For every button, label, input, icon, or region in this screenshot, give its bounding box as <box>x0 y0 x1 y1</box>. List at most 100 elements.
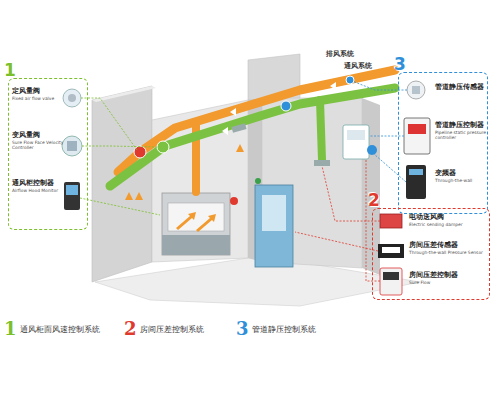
fume-hood-part <box>168 203 224 231</box>
ducts-part <box>230 108 236 116</box>
leader-lines-part <box>366 160 380 281</box>
legend-entry: 1通风柜面风速控制系统 <box>4 318 100 340</box>
legend-entry: 2房间压差控制系统 <box>124 318 204 340</box>
callout-group: 3管道静压传感器管道静压控制器Pipeline static pressure … <box>398 72 488 214</box>
ducts-part <box>281 101 291 111</box>
ducts-part <box>314 160 330 166</box>
door-and-panel-part <box>367 145 377 155</box>
device-subtitle: Electric sending damper <box>409 222 489 227</box>
door-and-panel-part <box>262 195 286 231</box>
icons-part <box>68 94 76 102</box>
legend: 1通风柜面风速控制系统 2房间压差控制系统 3管道静压控制系统 <box>0 318 500 342</box>
icons-part <box>62 136 82 156</box>
legend-text: 通风柜面风速控制系统 <box>20 324 100 335</box>
icons-part <box>378 244 404 258</box>
legend-entry: 3管道静压控制系统 <box>236 318 316 340</box>
ducts-part <box>135 192 143 200</box>
door-and-panel <box>255 125 377 267</box>
leader-lines-part <box>374 154 406 182</box>
device-name: 房间压差控制器 <box>409 271 489 279</box>
device-item: 电动送风阀Electric sending damper <box>409 213 489 237</box>
ducts-part <box>320 100 322 160</box>
device-item: 定风量阀Fixed air flow valve <box>12 87 64 115</box>
icons-part <box>412 86 420 94</box>
device-item: 变风量阀Sure Flow Face Velocity Controller <box>12 131 64 163</box>
legend-text: 管道静压控制系统 <box>252 324 316 335</box>
door-and-panel-part <box>255 178 261 184</box>
device-item: 管道静压控制器Pipeline static pressure controll… <box>435 121 488 155</box>
ducts-part <box>330 82 336 90</box>
ducts-part <box>134 146 146 158</box>
device-subtitle: Sure Flow <box>409 280 489 285</box>
device-subtitle: Sure Flow Face Velocity Controller <box>12 140 64 150</box>
device-subtitle: Through-the-wall <box>435 178 488 183</box>
device-name: 定风量阀 <box>12 87 64 95</box>
device-subtitle: Airflow Hood Monitor <box>12 188 66 193</box>
legend-swatch: 2 <box>124 319 137 339</box>
device-item: 房间压差传感器Through-the-wall Pressure Sensor <box>409 241 489 267</box>
fume-hood-part <box>196 214 216 232</box>
building-part <box>362 98 380 275</box>
callout-group: 2电动送风阀Electric sending damper房间压差传感器Thro… <box>372 208 490 300</box>
callout-number: 1 <box>4 62 16 79</box>
fume-hood <box>162 193 238 255</box>
callout-group: 1定风量阀Fixed air flow valve变风量阀Sure Flow F… <box>8 78 88 230</box>
device-item: 变频器Through-the-wall <box>435 169 488 199</box>
ducts <box>110 70 395 200</box>
icons-part <box>383 272 399 280</box>
fume-hood-part <box>162 193 230 255</box>
device-name: 房间压差传感器 <box>409 241 489 249</box>
icons-part <box>406 165 426 199</box>
device-name: 变频器 <box>435 169 488 177</box>
leader-lines-part <box>295 232 378 251</box>
ducts-part <box>157 141 169 153</box>
legend-number: 1 <box>4 318 17 339</box>
icons-part <box>404 118 430 154</box>
ducts-part <box>236 144 244 152</box>
door-and-panel-part <box>347 130 365 140</box>
icons-part <box>408 124 426 134</box>
door-and-panel-part <box>255 185 293 267</box>
door-and-panel-part <box>343 125 369 159</box>
device-item: 管道静压传感器 <box>435 83 488 103</box>
callout-number: 3 <box>394 56 406 73</box>
building <box>92 54 420 306</box>
icons-part <box>382 247 400 253</box>
leader-lines <box>80 81 407 281</box>
duct-label: 排风系统 <box>326 50 354 59</box>
icons-part <box>409 169 423 175</box>
legend-swatch: 3 <box>236 319 249 339</box>
device-item: 房间压差控制器Sure Flow <box>409 271 489 299</box>
ducts-part <box>231 123 246 132</box>
fume-hood-part <box>162 235 230 255</box>
ducts-part <box>346 76 354 84</box>
icons-part <box>63 89 81 107</box>
building-part <box>92 86 152 282</box>
icons <box>62 81 430 295</box>
duct-label: 通风系统 <box>344 62 372 71</box>
device-name: 管道静压传感器 <box>435 83 488 91</box>
legend-number: 2 <box>124 318 137 339</box>
device-name: 变风量阀 <box>12 131 64 139</box>
icons-part <box>67 141 77 151</box>
icons-part <box>380 214 402 228</box>
callout-number: 2 <box>368 192 380 209</box>
leader-lines-part <box>80 198 160 215</box>
device-subtitle: Through-the-wall Pressure Sensor <box>409 250 489 255</box>
legend-text: 房间压差控制系统 <box>140 324 204 335</box>
device-name: 管道静压控制器 <box>435 121 488 129</box>
ducts-part <box>125 192 133 200</box>
icons-part <box>64 182 80 210</box>
device-name: 通风柜控制器 <box>12 179 66 187</box>
fume-hood-part <box>230 197 238 205</box>
device-item: 通风柜控制器Airflow Hood Monitor <box>12 179 66 219</box>
ducts-part <box>222 127 228 135</box>
legend-swatch: 1 <box>4 319 17 339</box>
icons-part <box>66 185 78 195</box>
fume-hood-part <box>176 212 196 230</box>
ducts-part <box>110 88 395 186</box>
leader-lines-part <box>81 98 137 150</box>
leader-lines-part <box>82 146 157 147</box>
